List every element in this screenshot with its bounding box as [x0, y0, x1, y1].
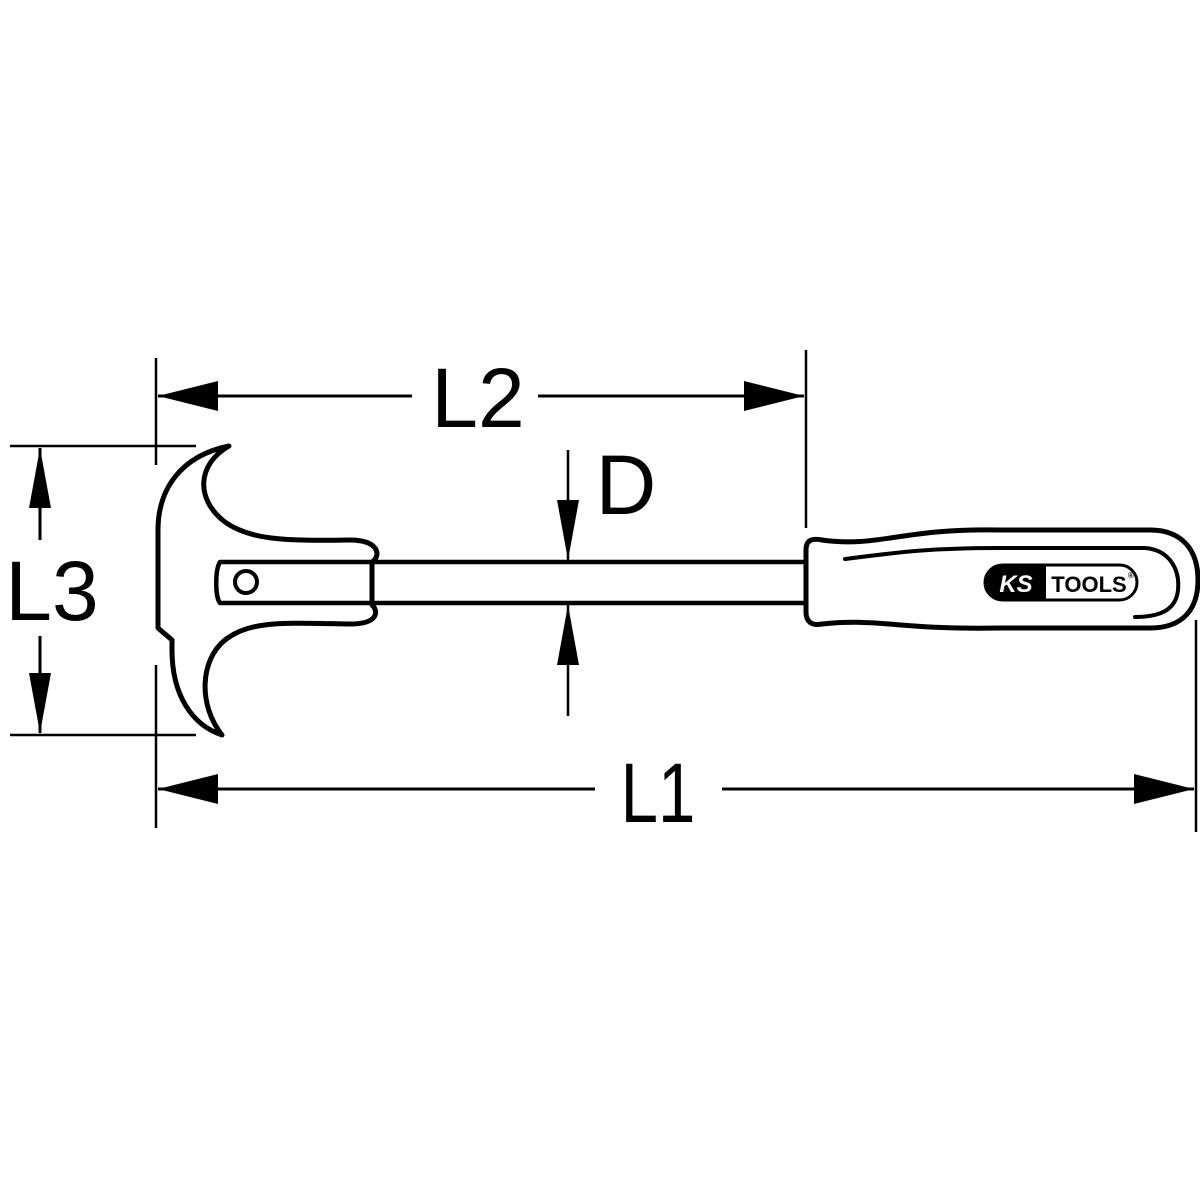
label-l3: L3: [5, 544, 98, 638]
dimension-l3: L3: [5, 448, 99, 733]
logo-tools: TOOLS: [1051, 572, 1126, 597]
ks-tools-logo: KS TOOLS ®: [983, 563, 1139, 602]
arrow-up-icon: [557, 605, 579, 665]
label-l2: L2: [431, 351, 524, 445]
arrow-down-icon: [557, 500, 579, 560]
extension-lines: [10, 350, 1198, 832]
logo-ks: KS: [999, 571, 1032, 598]
arrow-up-icon: [29, 448, 51, 508]
tool-shaft: [214, 559, 809, 606]
dimension-l2: L2: [158, 351, 804, 445]
label-d: D: [596, 438, 657, 532]
arrow-down-icon: [29, 673, 51, 733]
logo-registered-mark: ®: [1128, 571, 1134, 580]
tool-head: [155, 443, 380, 738]
dimension-d: D: [557, 438, 656, 665]
tool-handle: [803, 527, 1200, 631]
arrow-right-icon: [744, 381, 804, 411]
label-l1: L1: [621, 747, 696, 841]
handle-highlight: [843, 546, 1181, 619]
rivet-hole: [233, 569, 259, 595]
dimension-l1: L1: [158, 747, 1194, 841]
arrow-left-icon: [158, 774, 218, 804]
arrow-left-icon: [158, 381, 218, 411]
arrow-right-icon: [1134, 774, 1194, 804]
